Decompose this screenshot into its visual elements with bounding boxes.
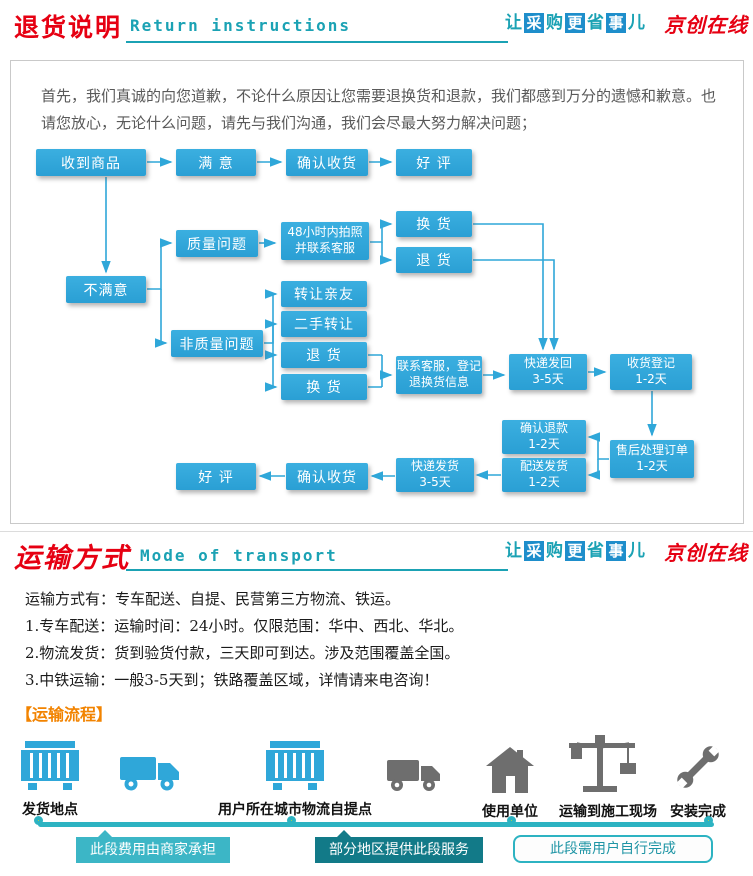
node-satisfied: 满 意 (176, 149, 256, 176)
cargo-container-icon (21, 741, 79, 790)
delivery-stage (118, 753, 184, 793)
node-transfer-to-friends: 转让亲友 (281, 281, 367, 307)
node-quality-issue: 质量问题 (176, 230, 258, 257)
node-return-top: 退 货 (396, 247, 472, 273)
cargo-container-icon (266, 741, 324, 790)
segment-label-partial-service: 部分地区提供此段服务 (315, 830, 483, 863)
station-label: 安装完成 (670, 804, 726, 820)
node-good-review-bottom: 好 评 (176, 463, 256, 490)
station-construction-site: 运输到施工现场 (558, 735, 658, 821)
node-non-quality-issue: 非质量问题 (171, 330, 263, 357)
segment-label-user-self-complete: 此段需用户自行完成 (513, 835, 713, 863)
flowchart-arrows (101, 157, 657, 481)
timeline-dot (507, 816, 516, 825)
node-contact-register-info: 联系客服，登记 退换货信息 (396, 356, 482, 394)
slogan-char: 购 (546, 541, 563, 561)
optional-delivery-stage (385, 757, 445, 793)
node-photo-contact-service: 48小时内拍照 并联系客服 (281, 222, 369, 260)
node-exchange-top: 换 货 (396, 211, 472, 237)
node-dispatch-goods: 配送发货 1-2天 (502, 458, 586, 492)
slogan-char-boxed: 更 (565, 541, 585, 561)
slogan-char: 购 (546, 13, 563, 33)
timeline-dot (34, 816, 43, 825)
slogan-char: 省 (587, 541, 604, 561)
transport-flow-heading: 【运输流程】 (16, 705, 113, 724)
slogan-characters: 让 采 购 更 省 事 儿 (505, 13, 645, 33)
transport-header-underline (126, 569, 508, 571)
returns-header-underline (126, 41, 508, 43)
node-exchange-mid: 换 货 (281, 374, 367, 400)
station-label: 运输到施工现场 (559, 804, 657, 820)
slogan-char: 儿 (628, 13, 645, 33)
house-icon (486, 747, 534, 793)
timeline-dot (704, 816, 713, 825)
returns-section-title: 退货说明 (14, 13, 123, 42)
node-received-goods: 收到商品 (36, 149, 146, 176)
brand-slogan: 让 采 购 更 省 事 儿 京创在线 (505, 540, 748, 565)
node-ship-back: 快递发回 3-5天 (509, 354, 587, 390)
node-ship-out: 快递发货 3-5天 (396, 458, 474, 492)
slogan-char: 省 (587, 13, 604, 33)
truck-icon (387, 760, 440, 791)
station-label: 发货地点 (22, 802, 78, 818)
node-confirm-receipt-bottom: 确认收货 (286, 463, 368, 490)
node-return-mid: 退 货 (281, 342, 367, 368)
node-confirm-refund: 确认退款 1-2天 (502, 420, 586, 454)
returns-flowchart-panel: 首先，我们真诚的向您道歉，不论什么原因让您需要退换货和退款，我们都感到万分的遗憾… (10, 60, 744, 524)
node-confirm-receipt: 确认收货 (286, 149, 368, 176)
transport-line: 2.物流发货：货到验货付款，三天即可到达。涉及范围覆盖全国。 (25, 644, 460, 662)
timeline-dot (287, 816, 296, 825)
transport-line: 运输方式有：专车配送、自提、民营第三方物流、铁运。 (25, 590, 401, 608)
slogan-char-boxed: 事 (606, 541, 626, 561)
brand-logo: 京创在线 (664, 540, 748, 565)
brand-slogan: 让 采 购 更 省 事 儿 京创在线 (505, 12, 748, 37)
truck-icon (120, 757, 179, 791)
returns-section-subtitle-en: Return instructions (130, 16, 352, 35)
node-good-review: 好 评 (396, 149, 472, 176)
slogan-char-boxed: 更 (565, 13, 585, 33)
slogan-char: 让 (505, 13, 522, 33)
station-city-pickup-point: 用户所在城市物流自提点 (215, 741, 375, 819)
slogan-char: 儿 (628, 541, 645, 561)
transport-description: 运输方式有：专车配送、自提、民营第三方物流、铁运。 1.专车配送：运输时间：24… (25, 586, 725, 694)
transport-section-title: 运输方式 (14, 543, 130, 574)
node-unsatisfied: 不满意 (66, 276, 146, 303)
station-using-unit: 使用单位 (478, 747, 542, 821)
slogan-characters: 让 采 购 更 省 事 儿 (505, 541, 645, 561)
slogan-char-boxed: 采 (524, 13, 544, 33)
transport-flow-diagram: 发货地点 (0, 725, 753, 876)
transport-line: 1.专车配送：运输时间：24小时。仅限范围：华中、西北、华北。 (25, 617, 464, 635)
node-aftersale-order: 售后处理订单 1-2天 (610, 440, 694, 478)
station-label: 用户所在城市物流自提点 (218, 802, 372, 818)
transport-line: 3.中铁运输：一般3-5天到；铁路覆盖区域，详情请来电咨询！ (25, 671, 439, 689)
node-receipt-register: 收货登记 1-2天 (610, 354, 692, 390)
slogan-char-boxed: 事 (606, 13, 626, 33)
section-divider (0, 531, 753, 532)
station-label: 使用单位 (482, 804, 538, 820)
segment-label-merchant-paid: 此段费用由商家承担 (76, 830, 230, 863)
node-secondhand-transfer: 二手转让 (281, 311, 367, 337)
station-installation-complete: 安装完成 (662, 741, 734, 821)
returns-intro-text: 首先，我们真诚的向您道歉，不论什么原因让您需要退换货和退款，我们都感到万分的遗憾… (41, 87, 717, 132)
brand-logo: 京创在线 (664, 12, 748, 37)
station-shipping-point: 发货地点 (8, 741, 92, 819)
slogan-char: 让 (505, 541, 522, 561)
wrench-icon (676, 745, 720, 789)
tower-crane-icon (569, 735, 636, 792)
timeline-line (38, 822, 714, 827)
transport-section-subtitle-en: Mode of transport (140, 546, 338, 565)
slogan-char-boxed: 采 (524, 541, 544, 561)
